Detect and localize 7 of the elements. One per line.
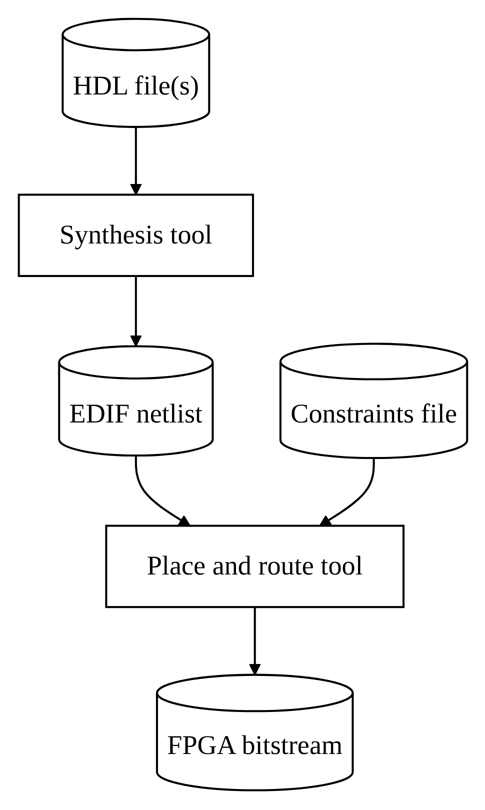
arrow: [129, 127, 142, 196]
arrow: [134, 456, 190, 527]
arrow: [129, 276, 142, 348]
node-box: Place and route tool: [104, 525, 404, 609]
arrow: [248, 608, 260, 676]
node-box: Synthesis tool: [17, 194, 254, 278]
arrow: [318, 458, 374, 527]
